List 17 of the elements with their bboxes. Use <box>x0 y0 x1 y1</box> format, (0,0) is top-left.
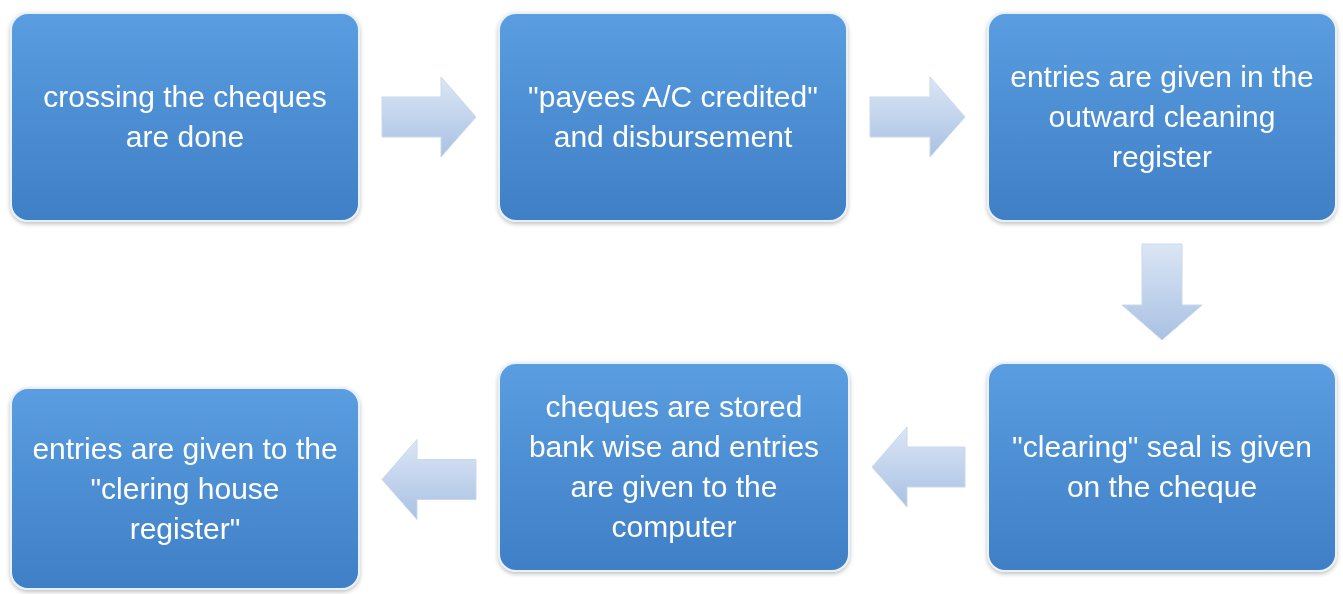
process-box <box>10 387 360 590</box>
step-text: entries are given in the outward cleaning register <box>1009 59 1315 175</box>
process-box <box>10 12 360 222</box>
block-arrow <box>381 439 477 520</box>
step-text: "clearing" seal is given on the cheque <box>1011 429 1313 505</box>
block-arrow <box>381 76 477 158</box>
process-box <box>987 12 1337 222</box>
process-box <box>498 12 848 222</box>
process-box <box>987 362 1337 572</box>
block-arrow <box>1121 243 1203 341</box>
process-box <box>498 362 850 572</box>
step-text: entries are given to the "clering house register" <box>32 430 338 547</box>
block-arrow <box>871 426 966 508</box>
block-arrow <box>869 76 966 158</box>
step-text: crossing the cheques are done <box>42 79 328 155</box>
step-text: "payees A/C credited" and disbursement <box>527 79 819 155</box>
step-text: cheques are stored bank wise and entries are given to the computer <box>527 389 821 545</box>
